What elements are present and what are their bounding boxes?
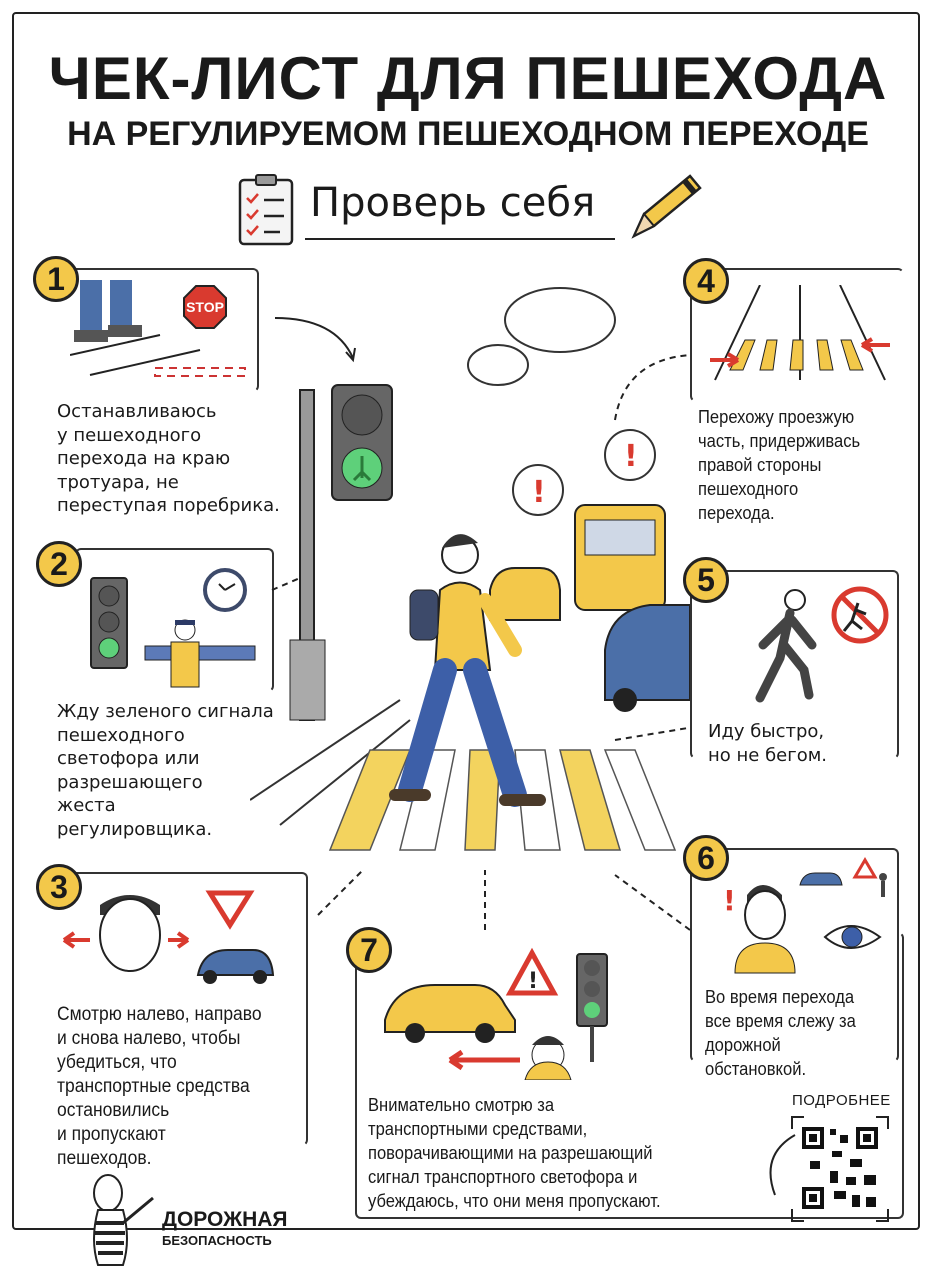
step-1-number: 1: [33, 256, 79, 302]
brand-name-line1: ДОРОЖНАЯ: [162, 1208, 288, 1231]
walking-man-no-running-illustration: [755, 586, 889, 703]
step-2-text: Жду зеленого сигнала пешеходного светофо…: [57, 701, 274, 840]
stop-sign-label: STOP: [186, 299, 224, 315]
pencil-icon: [631, 174, 702, 239]
step-4-number: 4: [683, 258, 729, 304]
central-crosswalk-illustration: ! !: [250, 287, 690, 851]
step-6-number: 6: [683, 835, 729, 881]
traffic-light-pole: [289, 384, 393, 721]
traffic-light-icon: [576, 953, 608, 1062]
stop-sign-feet-illustration: STOP: [70, 280, 246, 377]
step-6-panel: [690, 848, 899, 1062]
eye-icon: [841, 926, 863, 948]
svg-text:!: !: [624, 439, 638, 474]
step-3-panel: [42, 872, 308, 1146]
step-7-text: Внимательно смотрю за транспортными сред…: [368, 1095, 661, 1211]
clipboard-icon: [238, 174, 294, 246]
step-2-panel: [75, 548, 274, 692]
step-4-text: Перехожу проезжую часть, придерживась пр…: [698, 407, 861, 523]
qr-code[interactable]: [790, 1115, 890, 1223]
step-7-panel: [355, 932, 904, 1219]
step-3-text: Смотрю налево, направо и снова налево, ч…: [57, 1004, 262, 1169]
zebra-mascot-logo: [93, 1174, 154, 1266]
watching-traffic-illustration: !: [723, 857, 887, 974]
heading-underline: [305, 238, 615, 240]
pedestrian: [389, 534, 546, 807]
step-5-text: Иду быстро, но не бегом.: [708, 721, 828, 766]
crosswalk-right-side-illustration: [710, 285, 890, 381]
look-both-ways-illustration: [62, 890, 275, 984]
turning-car-illustration: !: [384, 947, 572, 1080]
traffic-light-officer-illustration: [90, 568, 256, 688]
svg-text:!: !: [528, 969, 538, 994]
yellow-car: [489, 567, 561, 621]
blue-car: [604, 604, 690, 712]
poster-frame: [12, 12, 920, 1230]
poster-subtitle: НА РЕГУЛИРУЕМОМ ПЕШЕХОДНОМ ПЕРЕХОДЕ: [67, 115, 869, 153]
more-info-label: ПОДРОБНЕЕ: [792, 1092, 891, 1109]
svg-text:!: !: [532, 475, 546, 510]
step-1-text: Останавливаюсь у пешеходного перехода на…: [57, 401, 280, 516]
stop-sign-icon: [183, 285, 227, 329]
step-2-number: 2: [36, 541, 82, 587]
bus: [574, 504, 666, 611]
step-4-panel: [690, 268, 904, 402]
step-5-panel: [690, 570, 899, 759]
step-7-number: 7: [346, 927, 392, 973]
warning-sign-icon: [505, 947, 559, 996]
svg-text:!: !: [723, 884, 736, 917]
step-5-number: 5: [683, 557, 729, 603]
speech-bubbles: [467, 287, 656, 516]
step-6-text: Во время перехода все время слежу за дор…: [705, 987, 856, 1079]
brand-name-line2: БЕЗОПАСНОСТЬ: [162, 1233, 272, 1248]
step-1-panel: [55, 268, 259, 392]
step-3-number: 3: [36, 864, 82, 910]
check-yourself-heading: Проверь себя: [310, 180, 596, 226]
poster-title: ЧЕК-ЛИСТ ДЛЯ ПЕШЕХОДА: [48, 45, 888, 112]
